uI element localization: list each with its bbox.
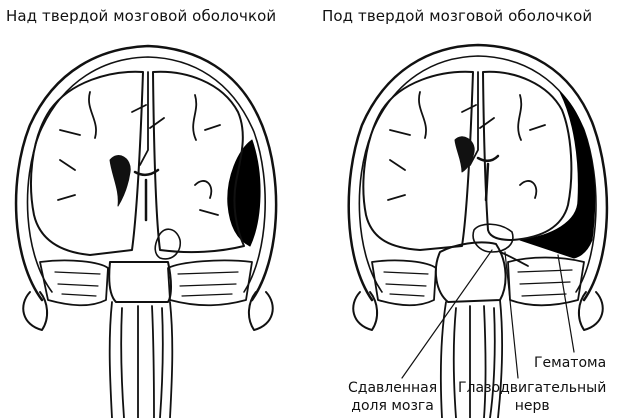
label-hematoma: Гематома [534, 354, 606, 372]
subdural-hematoma [520, 92, 595, 258]
leader-oculomotor [505, 252, 518, 378]
left-cerebellum-r [168, 260, 252, 305]
right-cerebellum-folia [384, 270, 572, 296]
right-cerebellum [372, 260, 436, 305]
left-head-section [16, 46, 276, 418]
left-hemisphere-r [153, 72, 244, 252]
left-lateral-ventricle [110, 156, 130, 206]
label-oculomotor-nerve: Глазодвигательный нерв [458, 379, 606, 415]
left-ear-right [249, 292, 273, 330]
right-gyri [388, 72, 545, 200]
right-hemisphere-r [483, 72, 571, 240]
right-cerebellum-r [508, 258, 584, 306]
right-herniated-lobe [473, 224, 513, 252]
right-ear-right [579, 292, 603, 330]
leader-compressed-lobe [402, 250, 492, 378]
left-gyri [58, 72, 220, 215]
left-ear-left [23, 292, 47, 330]
left-cerebellum [40, 260, 108, 305]
epidural-hematoma [228, 140, 260, 246]
right-lateral-ventricle [455, 137, 474, 172]
left-cerebellum-folia [55, 272, 238, 296]
right-ear-left [353, 292, 377, 330]
right-third-ventricle [478, 156, 498, 200]
label-compressed-lobe: Сдавленная доля мозга [348, 379, 437, 415]
left-brainstem [109, 262, 171, 302]
left-spinal-cord [110, 302, 173, 418]
